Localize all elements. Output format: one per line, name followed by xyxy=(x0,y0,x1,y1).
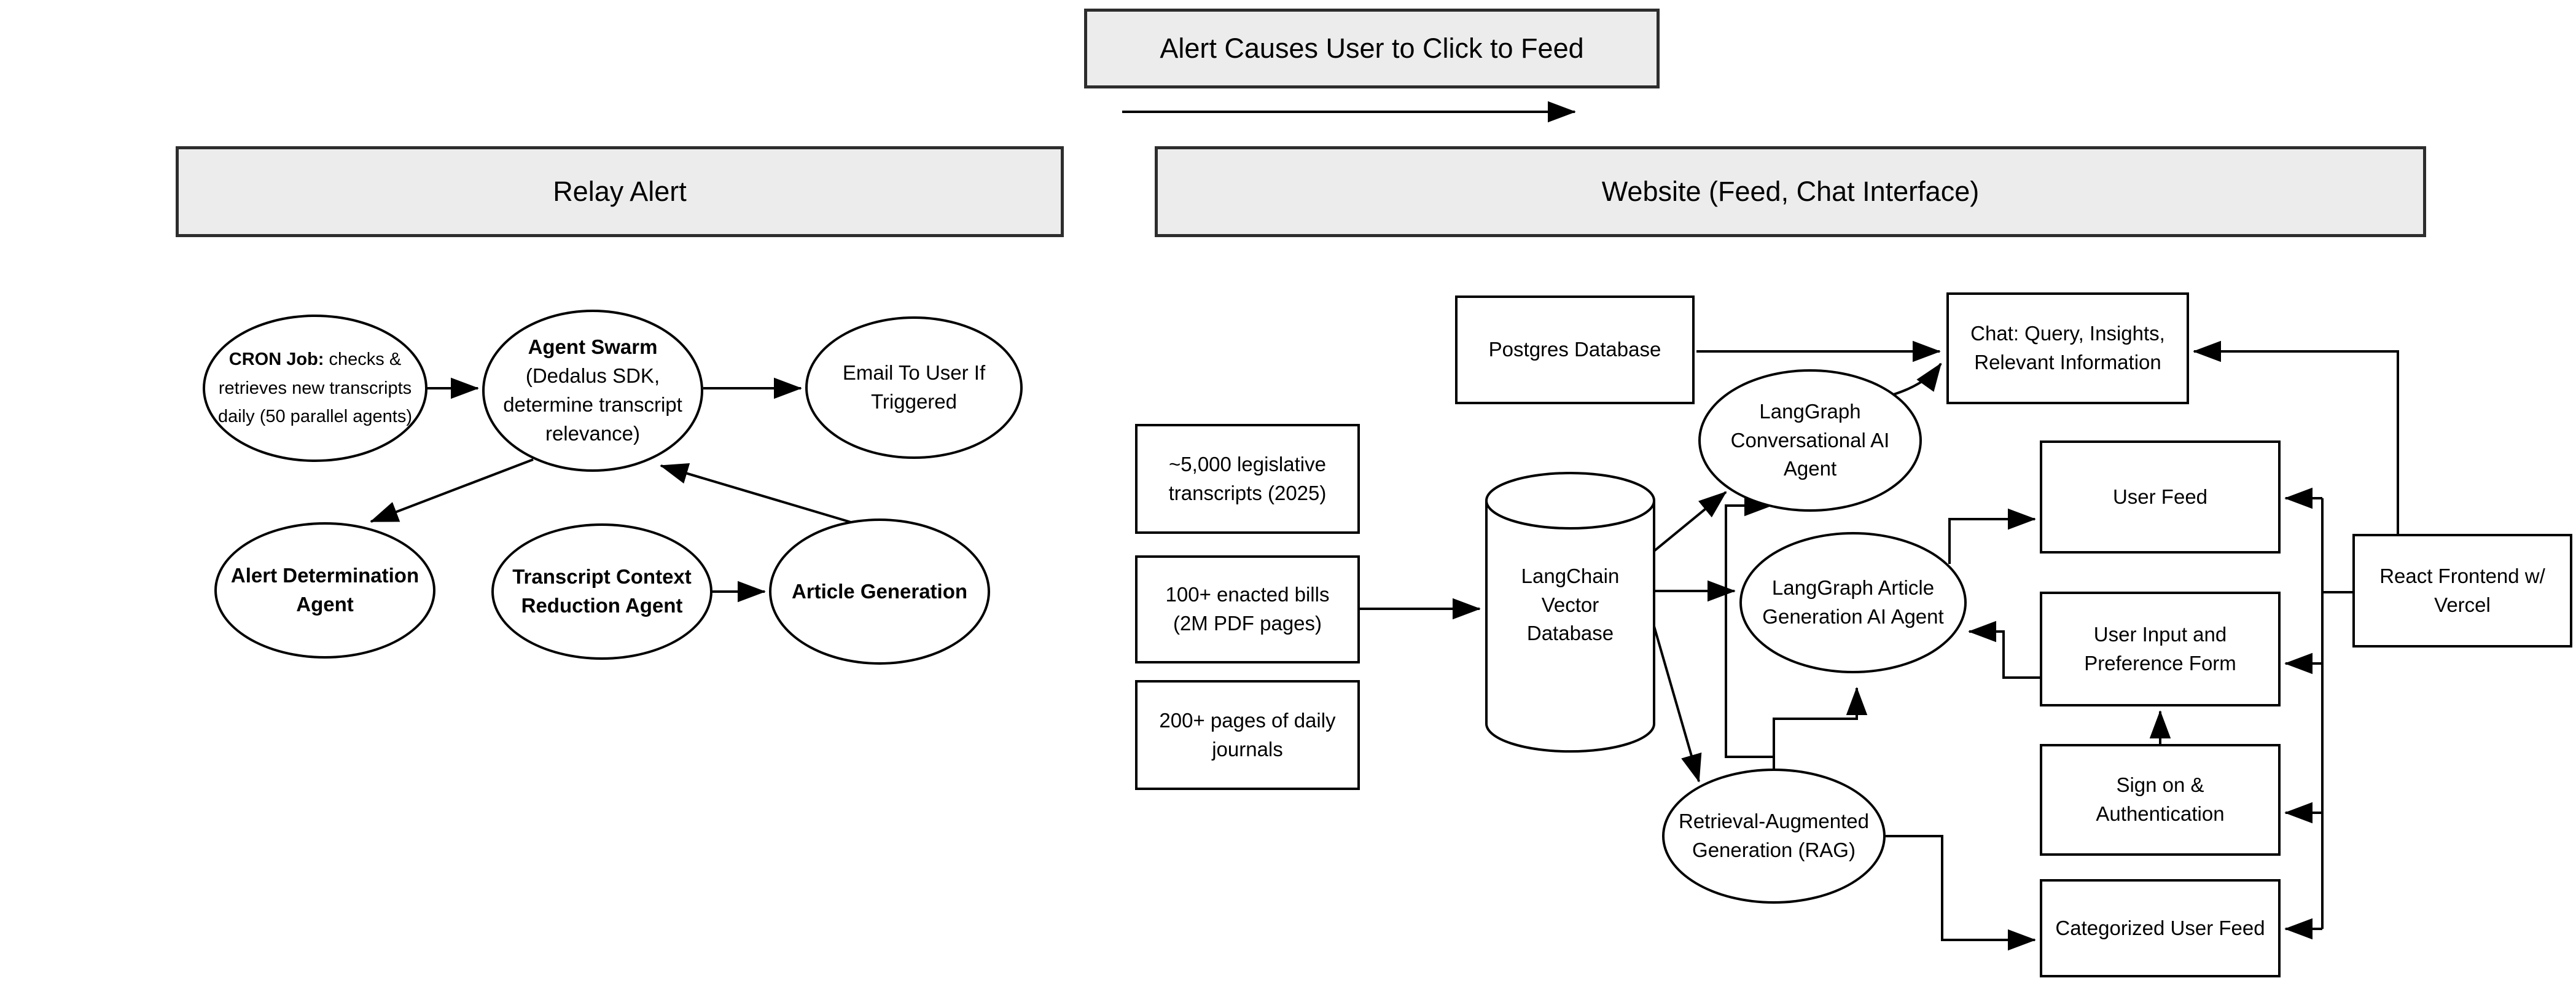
banner-label: Alert Causes User to Click to Feed xyxy=(1160,33,1584,64)
node-user-feed: User Feed xyxy=(2040,440,2281,554)
alert-determination-label: Alert Determination Agent xyxy=(230,564,420,616)
edge-article-agent-to-user-feed xyxy=(1948,508,2036,564)
node-enacted-bills: 100+ enacted bills (2M PDF pages) xyxy=(1135,555,1360,663)
vector-database-label: LangChain Vector Database xyxy=(1521,564,1620,645)
bills-label: 100+ enacted bills (2M PDF pages) xyxy=(1165,583,1330,635)
node-sign-on-authentication: Sign on & Authentication xyxy=(2040,744,2281,856)
journals-label: 200+ pages of daily journals xyxy=(1159,708,1336,761)
vector-database-cylinder xyxy=(1485,472,1655,753)
node-legislative-transcripts: ~5,000 legislative transcripts (2025) xyxy=(1135,424,1360,534)
node-user-input-preference-form: User Input and Preference Form xyxy=(2040,592,2281,706)
node-chat-query-insights: Chat: Query, Insights, Relevant Informat… xyxy=(1946,292,2189,404)
website-title: Website (Feed, Chat Interface) xyxy=(1601,176,1980,207)
edge-vectordb-to-rag xyxy=(1652,624,1702,783)
edge-vectordb-to-conversational xyxy=(1653,491,1727,552)
node-transcript-context-reduction-agent: Transcript Context Reduction Agent xyxy=(491,523,712,660)
chat-label: Chat: Query, Insights, Relevant Informat… xyxy=(1970,322,2165,374)
email-to-user-label: Email To User If Triggered xyxy=(842,361,986,413)
sign-on-label: Sign on & Authentication xyxy=(2096,773,2225,825)
node-langgraph-article-agent: LangGraph Article Generation AI Agent xyxy=(1739,532,1967,673)
user-feed-label: User Feed xyxy=(2112,485,2208,508)
edge-react-to-chat xyxy=(2193,340,2399,534)
section-header-relay-alert: Relay Alert xyxy=(176,146,1064,237)
agent-swarm-label-bold: Agent Swarm xyxy=(528,335,658,359)
node-agent-swarm: Agent Swarm (Dedalus SDK, determine trans… xyxy=(482,310,703,472)
transcripts-label: ~5,000 legislative transcripts (2025) xyxy=(1168,452,1327,504)
node-article-generation: Article Generation xyxy=(769,518,990,665)
agent-swarm-label: Agent Swarm (Dedalus SDK, determine trans… xyxy=(498,333,688,448)
rag-label: Retrieval-Augmented Generation (RAG) xyxy=(1679,810,1869,861)
node-email-to-user: Email To User If Triggered xyxy=(805,316,1023,459)
section-header-website: Website (Feed, Chat Interface) xyxy=(1155,146,2426,237)
node-cron-job: CRON Job: checks & retrieves new transcr… xyxy=(203,315,427,462)
conversational-agent-label: LangGraph Conversational AI Agent xyxy=(1730,399,1890,480)
article-agent-label: LangGraph Article Generation AI Agent xyxy=(1762,576,1944,628)
user-input-label: User Input and Preference Form xyxy=(2084,622,2236,675)
edge-article-generation-to-swarm xyxy=(660,463,856,525)
transcript-context-label: Transcript Context Reduction Agent xyxy=(512,565,692,617)
banner-alert-causes-click: Alert Causes User to Click to Feed xyxy=(1084,9,1660,88)
article-generation-label: Article Generation xyxy=(791,579,968,603)
relay-alert-title: Relay Alert xyxy=(553,176,687,207)
edge-swarm-to-alert-determination xyxy=(370,458,534,523)
node-react-frontend-vercel: React Frontend w/ Vercel xyxy=(2352,534,2572,648)
cron-job-label-bold: CRON Job: xyxy=(228,350,324,370)
edge-rag-to-article-agent xyxy=(1773,687,1868,769)
edge-rag-to-categorized-feed xyxy=(1886,835,2036,951)
node-daily-journals: 200+ pages of daily journals xyxy=(1135,680,1360,790)
edge-user-input-to-article-agent xyxy=(1968,620,2040,679)
cron-job-label: CRON Job: checks & retrieves new transcr… xyxy=(211,345,420,431)
react-frontend-label: React Frontend w/ Vercel xyxy=(2379,564,2545,616)
postgres-label: Postgres Database xyxy=(1488,338,1661,361)
node-categorized-user-feed: Categorized User Feed xyxy=(2040,879,2281,977)
categorized-feed-label: Categorized User Feed xyxy=(2055,916,2265,939)
node-langgraph-conversational-agent: LangGraph Conversational AI Agent xyxy=(1698,369,1922,512)
cron-job-label-rest: checks & retrieves new transcripts daily… xyxy=(218,350,412,427)
node-retrieval-augmented-generation: Retrieval-Augmented Generation (RAG) xyxy=(1662,769,1886,904)
agent-swarm-label-rest: (Dedalus SDK, determine transcript relev… xyxy=(503,364,682,445)
vector-database-label-wrap: LangChain Vector Database xyxy=(1499,541,1642,670)
node-postgres-database: Postgres Database xyxy=(1455,295,1695,404)
node-alert-determination-agent: Alert Determination Agent xyxy=(214,522,435,659)
